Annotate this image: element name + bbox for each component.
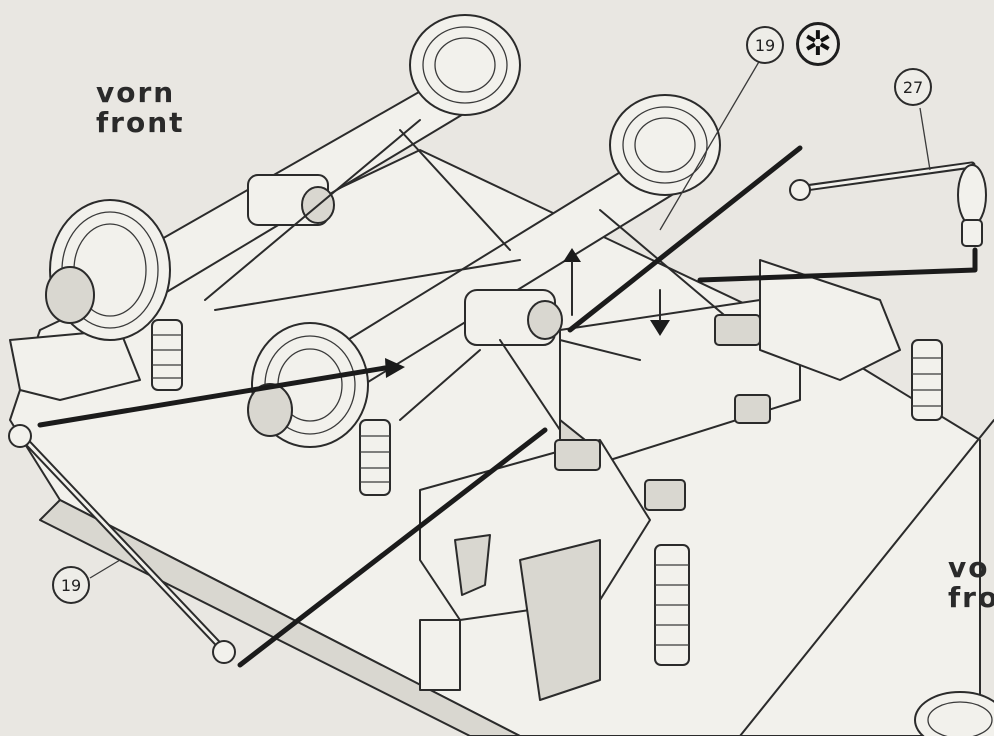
- spring-rear-left: [151, 319, 183, 391]
- link-rod-19: [8, 424, 236, 664]
- spring-front-left: [359, 419, 391, 496]
- front-label: vorn front: [96, 78, 185, 138]
- link-front-right: [599, 209, 731, 321]
- front-label-german: vorn: [96, 76, 176, 109]
- spring-bottom: [654, 544, 690, 666]
- insert-arrowhead: [385, 358, 405, 378]
- link-front-down: [499, 339, 561, 431]
- spring-right: [911, 339, 943, 421]
- link-rear-upper: [204, 119, 421, 301]
- frame-slot: [419, 619, 461, 691]
- indicator-line-bottom: [237, 427, 548, 668]
- callout-19-top: 19: [746, 26, 784, 64]
- right-panel-edge: [739, 419, 994, 736]
- asterisk-icon: ✲: [796, 22, 840, 66]
- callout-19-bottom: 19: [52, 566, 90, 604]
- bracket-right: [714, 314, 761, 346]
- front-label-cut-english: fro: [948, 581, 994, 614]
- link-front-mid: [559, 339, 641, 361]
- wheel-rear-left: [45, 199, 171, 341]
- insert-arrow-shaft: [37, 365, 388, 428]
- indicator-line-right: [697, 247, 978, 283]
- wheel-front-right: [609, 94, 721, 196]
- leader-19-top: [659, 59, 761, 231]
- front-label-english: front: [96, 106, 185, 139]
- wheel-rear-right: [409, 14, 521, 116]
- tie-rod-27: [789, 161, 987, 247]
- wheel-front-left: [247, 322, 369, 448]
- callout-27: 27: [894, 68, 932, 106]
- lower-block-shadow: [519, 539, 601, 701]
- front-label-cut: vo fro: [948, 553, 994, 613]
- rear-differential: [247, 174, 335, 226]
- indicator-line-top: [567, 145, 803, 333]
- bracket-lower: [554, 439, 601, 471]
- bracket-mid: [644, 479, 686, 511]
- chassis-side: [39, 499, 521, 736]
- bracket-side: [734, 394, 771, 424]
- front-differential: [464, 289, 563, 346]
- link-front-left: [399, 349, 481, 421]
- down-arrowhead: [650, 320, 670, 336]
- front-label-cut-german: vo: [948, 551, 990, 584]
- up-arrowhead: [563, 248, 581, 262]
- wheel-partial-bottom-right: [914, 691, 994, 736]
- link-rear-lower: [214, 259, 521, 311]
- link-rear-diag: [399, 129, 511, 251]
- leader-19-bottom: [89, 559, 121, 579]
- frame-notch: [454, 534, 491, 596]
- leader-27: [919, 107, 931, 171]
